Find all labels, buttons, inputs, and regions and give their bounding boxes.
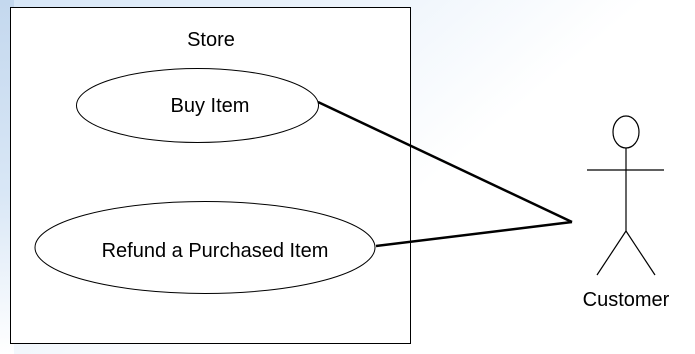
association-line-refund-item[interactable] bbox=[375, 220, 573, 248]
actor-right-leg bbox=[625, 230, 656, 276]
system-boundary-label: Store bbox=[187, 29, 235, 51]
stick-figure-icon bbox=[587, 115, 664, 276]
actor-customer[interactable]: Customer bbox=[583, 115, 670, 311]
use-case-refund-item-ellipse bbox=[34, 201, 376, 294]
use-case-refund-item[interactable]: Refund a Purchased Item bbox=[34, 201, 376, 294]
use-case-refund-item-label: Refund a Purchased Item bbox=[102, 240, 329, 262]
actor-head bbox=[612, 115, 640, 149]
actor-left-leg bbox=[596, 230, 627, 276]
actor-label: Customer bbox=[583, 289, 670, 311]
association-line-buy-item[interactable] bbox=[317, 100, 573, 224]
use-case-buy-item-label: Buy Item bbox=[171, 95, 250, 117]
use-case-buy-item[interactable]: Buy Item bbox=[76, 68, 319, 143]
use-case-buy-item-ellipse bbox=[76, 68, 319, 143]
